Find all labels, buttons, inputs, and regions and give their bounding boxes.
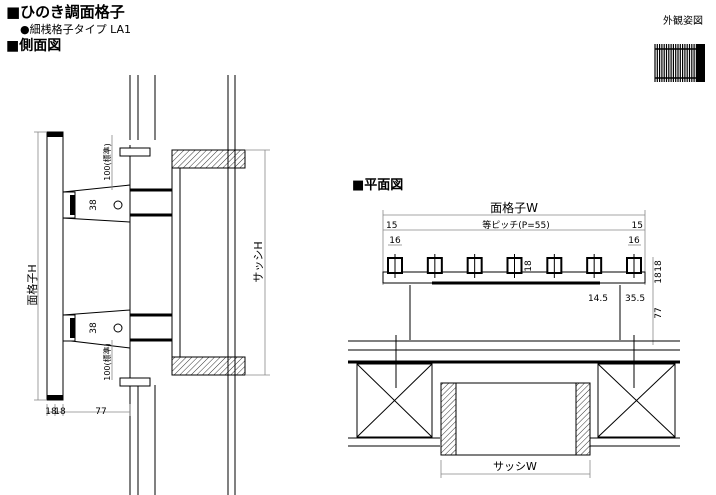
lattice-width-label: 面格子W: [490, 200, 538, 215]
exterior-view-thumbnail: [654, 44, 705, 82]
bottom-dim-3: 77: [95, 407, 106, 417]
exterior-view-label: 外観姿図: [663, 16, 703, 27]
bar-width-right: 16: [628, 236, 640, 246]
plan-view-drawing: [348, 210, 680, 478]
bar-depth-dim: 18: [524, 260, 534, 272]
lattice-height-label: 面格子H: [25, 264, 39, 305]
product-type: ●細桟格子タイプ LA1: [20, 23, 131, 36]
offset-a-dim: 14.5: [588, 294, 608, 304]
bracket-size-top: 38: [89, 199, 99, 211]
bottom-dim-2: 18: [54, 407, 66, 417]
edge-right-dim: 15: [632, 221, 643, 231]
right-dim-1: 18: [654, 260, 664, 272]
edge-left-dim: 15: [386, 221, 397, 231]
right-dim-2: 18: [654, 272, 664, 284]
sash-width-label: サッシW: [493, 460, 537, 473]
page-title: ■ひのき調面格子: [6, 3, 125, 21]
side-view-drawing: [34, 75, 270, 495]
bracket-offset-top: 100(標準): [102, 143, 112, 181]
side-view-title: ■側面図: [6, 38, 62, 54]
pitch-label: 等ピッチ(P=55): [482, 219, 549, 231]
bracket-size-bottom: 38: [89, 322, 99, 334]
thumb-frame: [697, 44, 705, 82]
depth-77-dim: 77: [654, 307, 664, 318]
plan-view-title: ■平面図: [352, 178, 404, 193]
bar-width-left: 16: [389, 236, 401, 246]
bottom-dim-1: 18: [45, 407, 57, 417]
sash-height-label: サッシH: [252, 241, 265, 282]
offset-b-dim: 35.5: [625, 294, 645, 304]
bracket-offset-bottom: 100(標準): [102, 343, 112, 381]
